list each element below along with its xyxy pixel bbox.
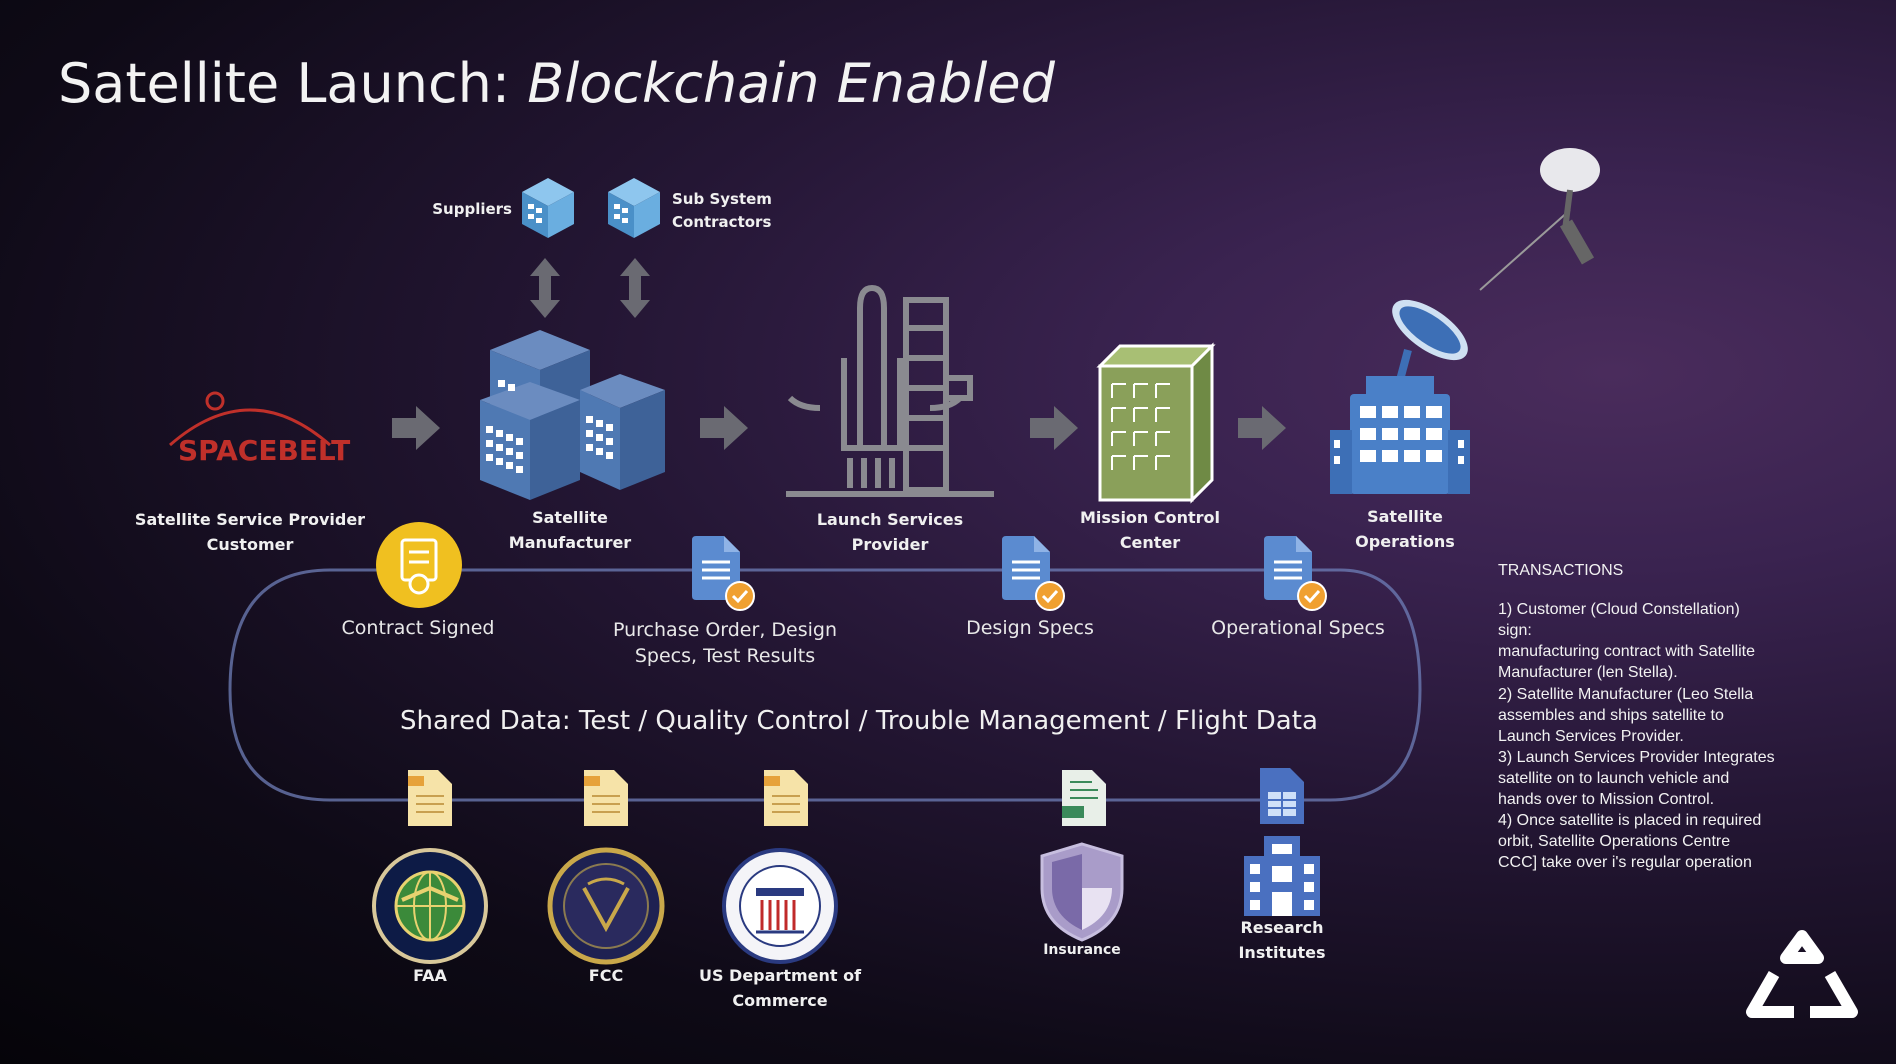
transactions-heading: TRANSACTIONS	[1498, 562, 1624, 579]
contract-caption: Contract Signed	[341, 617, 495, 639]
design-caption: Design Specs	[966, 617, 1094, 639]
document-check-icon	[1264, 536, 1327, 611]
transaction-line: 1) Customer (Cloud Constellation)	[1498, 601, 1740, 619]
transaction-line: manufacturing contract with Satellite	[1498, 643, 1756, 661]
arrow-icon	[1030, 406, 1078, 450]
transaction-line: 3) Launch Services Provider Integrates	[1498, 748, 1775, 766]
manufacturer-building-icon	[480, 330, 665, 500]
transaction-line: hands over to Mission Control.	[1498, 791, 1715, 809]
commerce-label: US Department of Commerce	[698, 966, 862, 1010]
fcc-label: FCC	[588, 966, 624, 985]
satellite-icon	[1479, 148, 1600, 291]
brand-logo-icon	[1746, 930, 1858, 1018]
commerce-seal-icon	[722, 848, 838, 964]
transaction-line: 2) Satellite Manufacturer (Leo Stella	[1498, 685, 1754, 703]
faa-label: FAA	[413, 966, 447, 985]
insurance-label: Insurance	[1043, 942, 1121, 958]
customer-label: Satellite Service Provider Customer	[134, 510, 366, 554]
faa-seal-icon	[372, 848, 488, 964]
title-italic: Blockchain Enabled	[527, 52, 1055, 115]
mission-control-label: Mission Control Center	[1079, 508, 1221, 552]
research-label: Research Institutes	[1238, 918, 1326, 962]
file-icon	[584, 770, 628, 826]
document-check-icon	[1002, 536, 1065, 611]
subsystem-label: Sub System Contractors	[672, 190, 772, 231]
research-building-icon	[1244, 836, 1320, 916]
transaction-line: Manufacturer (len Stella).	[1498, 664, 1678, 682]
title-plain: Satellite Launch:	[58, 52, 528, 115]
spacebelt-logo: SPACEBELT	[169, 391, 350, 467]
spreadsheet-file-icon	[1062, 770, 1106, 826]
document-check-icon	[692, 536, 755, 611]
transaction-line: satellite on to launch vehicle and	[1498, 769, 1730, 787]
transaction-line: assembles and ships satellite to	[1498, 706, 1724, 724]
operational-caption: Operational Specs	[1211, 617, 1385, 639]
subsystem-cube-icon	[608, 178, 660, 238]
shared-data-label: Shared Data: Test / Quality Control / Tr…	[400, 706, 1318, 736]
transaction-line: sign:	[1498, 622, 1532, 640]
satellite-operations-icon	[1330, 299, 1470, 494]
page-title: Satellite Launch: Blockchain Enabled	[58, 52, 1055, 115]
transaction-line: Launch Services Provider.	[1498, 727, 1684, 745]
arrow-icon	[700, 406, 748, 450]
contract-badge-icon	[376, 522, 462, 608]
transactions-panel: TRANSACTIONS 1) Customer (Cloud Constell…	[1498, 560, 1828, 874]
arrow-icon	[1238, 406, 1286, 450]
suppliers-label: Suppliers	[432, 200, 512, 218]
file-icon	[408, 770, 452, 826]
launch-tower-icon	[786, 284, 994, 497]
insurance-shield-icon	[1040, 842, 1124, 942]
table-file-icon	[1260, 768, 1304, 824]
mission-control-building-icon	[1096, 342, 1216, 504]
arrow-icon	[392, 406, 440, 450]
po-caption: Purchase Order, Design Specs, Test Resul…	[613, 619, 837, 667]
logo-text: SPACEBELT	[178, 434, 350, 467]
transaction-line: 4) Once satellite is placed in required	[1498, 812, 1762, 830]
file-icon	[764, 770, 808, 826]
bidirectional-arrow-icon	[620, 258, 650, 318]
manufacturer-label: Satellite Manufacturer	[508, 508, 632, 552]
transaction-line: CCC] take over i's regular operation	[1498, 854, 1752, 872]
fcc-seal-icon	[547, 847, 665, 965]
bidirectional-arrow-icon	[530, 258, 560, 318]
operations-label: Satellite Operations	[1355, 507, 1455, 551]
launch-provider-label: Launch Services Provider	[816, 510, 964, 554]
suppliers-cube-icon	[522, 178, 574, 238]
transaction-line: orbit, Satellite Operations Centre	[1498, 833, 1731, 851]
